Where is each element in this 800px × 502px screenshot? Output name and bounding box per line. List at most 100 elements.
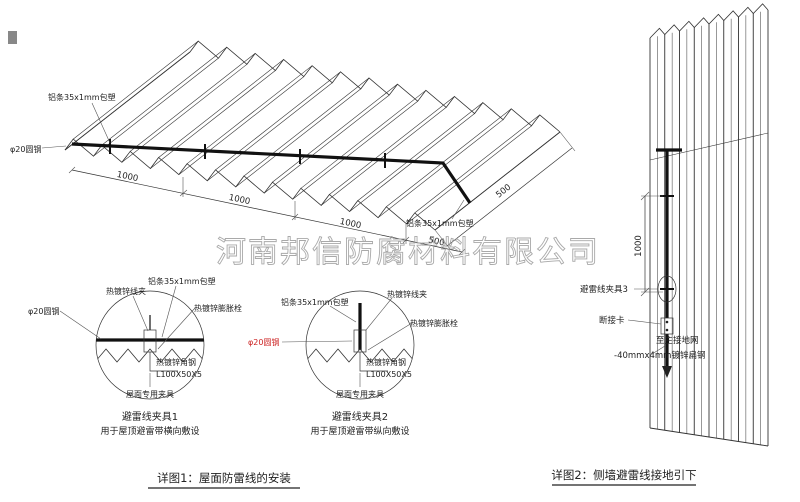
roof-dim-label: 1000 — [116, 170, 139, 184]
corrugation-profile — [306, 348, 414, 363]
dim-extension — [559, 131, 576, 152]
detail2-fixture-label: 屋面专用夹具 — [336, 389, 384, 399]
detail1-anchor-label: 热镀锌膨胀栓 — [194, 303, 242, 313]
corrugation-line — [320, 107, 447, 206]
corrugation-line — [207, 82, 333, 182]
roof-strip-label-right: 铝条35x1mm包塑 — [406, 218, 474, 228]
wall-corrugated-panel — [649, 3, 769, 447]
dim-extension — [434, 229, 451, 250]
detail2-clip-label: 热镀锌线夹 — [387, 289, 427, 299]
corrugation-line — [264, 94, 390, 194]
roof-strip-label-left: 铝条35x1mm包塑 — [48, 92, 116, 102]
detail2-title: 避雷线夹具2 — [332, 410, 388, 423]
corrugation-line — [329, 96, 455, 195]
detail1-section-drawing — [96, 315, 204, 372]
corrugation-line — [292, 100, 418, 200]
wall-ground-label: 至主接地网 — [656, 335, 699, 346]
roof-dim-label: 1000 — [228, 193, 251, 207]
detail2-rod-label: φ20圆钢 — [248, 337, 279, 347]
corrugation-line — [386, 108, 512, 208]
corrugation-profile — [96, 348, 204, 363]
detail1-clip-label: 热镀锌线夹 — [106, 286, 146, 296]
corrugation-line — [186, 65, 313, 164]
detail1-angle-label: 热镀锌角钢 — [156, 357, 196, 367]
dim-tick — [179, 189, 188, 197]
corrugation-line — [158, 59, 284, 158]
wall-clamp-label: 避雷线夹具3 — [580, 284, 628, 295]
detail2-circle — [305, 290, 415, 400]
caption-detail2: 详图2：侧墙避雷线接地引下 — [551, 468, 696, 482]
detail1-angle-size-label: L100X50X5 — [156, 370, 202, 379]
corrugation-line — [178, 76, 305, 175]
down-arrow-icon — [662, 366, 672, 378]
roof-dim-label: 500 — [494, 182, 513, 200]
roof-isometric-panel — [64, 40, 561, 231]
wall-flat-steel-label: -40mmx4mm镀锌扁钢 — [614, 350, 705, 361]
corrugation-line — [64, 51, 191, 151]
corrugation-line — [357, 102, 484, 201]
corrugation-line — [150, 70, 276, 169]
leader-line — [651, 345, 666, 355]
leader-line — [161, 285, 177, 338]
wall-disconnect-label: 断接卡 — [599, 315, 625, 326]
leader-line — [132, 295, 149, 332]
detail1-circle — [95, 290, 205, 400]
disconnect-card — [660, 317, 674, 335]
detail1-fixture-label: 屋面专用夹具 — [126, 389, 174, 399]
corrugation-profile — [189, 40, 561, 133]
leader-line — [41, 145, 67, 149]
corrugation-line — [243, 77, 370, 177]
detail1-angle-steel — [149, 352, 178, 372]
detail2-section-drawing — [306, 303, 414, 372]
corrugation-line — [406, 125, 532, 225]
dim-tick — [640, 287, 650, 297]
detail2-angle-size-label: L100X50X5 — [366, 370, 412, 379]
detail2-strip-label: 铝条35x1mm包塑 — [281, 297, 349, 307]
corrugation-line — [414, 114, 540, 214]
roof-dim-label: 1000 — [339, 217, 362, 231]
corrugation-line — [101, 46, 227, 146]
disconnect-bolt — [665, 328, 669, 332]
roof-lightning-wire — [71, 142, 472, 204]
leader-line — [157, 307, 196, 350]
dim-tick — [640, 191, 650, 201]
caption-detail1: 详图1：屋面防雷线的安装 — [157, 471, 291, 485]
leader-line — [365, 297, 393, 331]
roof-dim-label: 500 — [427, 235, 445, 248]
leader-line — [281, 340, 353, 343]
detail2-angle-steel — [359, 352, 388, 372]
corrugation-line — [129, 53, 256, 152]
leader-line — [367, 322, 413, 351]
detail2-anchor-label: 热镀锌膨胀栓 — [410, 318, 458, 328]
roof-dim-line-bottom — [71, 169, 463, 253]
corrugation-line — [272, 83, 398, 183]
corrugation-line — [377, 119, 504, 218]
leader-line — [59, 310, 102, 340]
leader-line — [329, 305, 357, 323]
detail2-angle-label: 热镀锌角钢 — [366, 357, 406, 367]
detail1-rod-label: φ20圆钢 — [28, 306, 59, 316]
corrugation-line — [434, 131, 561, 231]
corrugation-line — [300, 90, 427, 189]
dim-tick — [458, 248, 466, 256]
corrugation-line — [121, 64, 248, 163]
roof-rod-label: φ20圆钢 — [10, 144, 41, 154]
leader-line — [627, 319, 662, 325]
company-watermark: 河南邦信防腐材料有限公司 — [216, 235, 600, 270]
corrugation-line — [649, 132, 769, 161]
corrugation-line — [93, 57, 219, 157]
detail1-strip-label: 铝条35x1mm包塑 — [148, 276, 216, 286]
dim-tick — [68, 166, 76, 174]
leader-line — [91, 102, 111, 144]
disconnect-bolt — [665, 320, 669, 324]
detail1-title: 避雷线夹具1 — [122, 410, 178, 423]
roof-dim-line-right — [446, 147, 573, 247]
corrugation-line — [73, 40, 199, 140]
corner-stamp-mark — [8, 31, 17, 44]
leader-line — [451, 199, 465, 220]
detail1-subtitle: 用于屋顶避雷带横向敷设 — [100, 425, 199, 437]
detail2-subtitle: 用于屋顶避雷带纵向敷设 — [310, 425, 409, 437]
corrugation-line — [235, 88, 361, 188]
